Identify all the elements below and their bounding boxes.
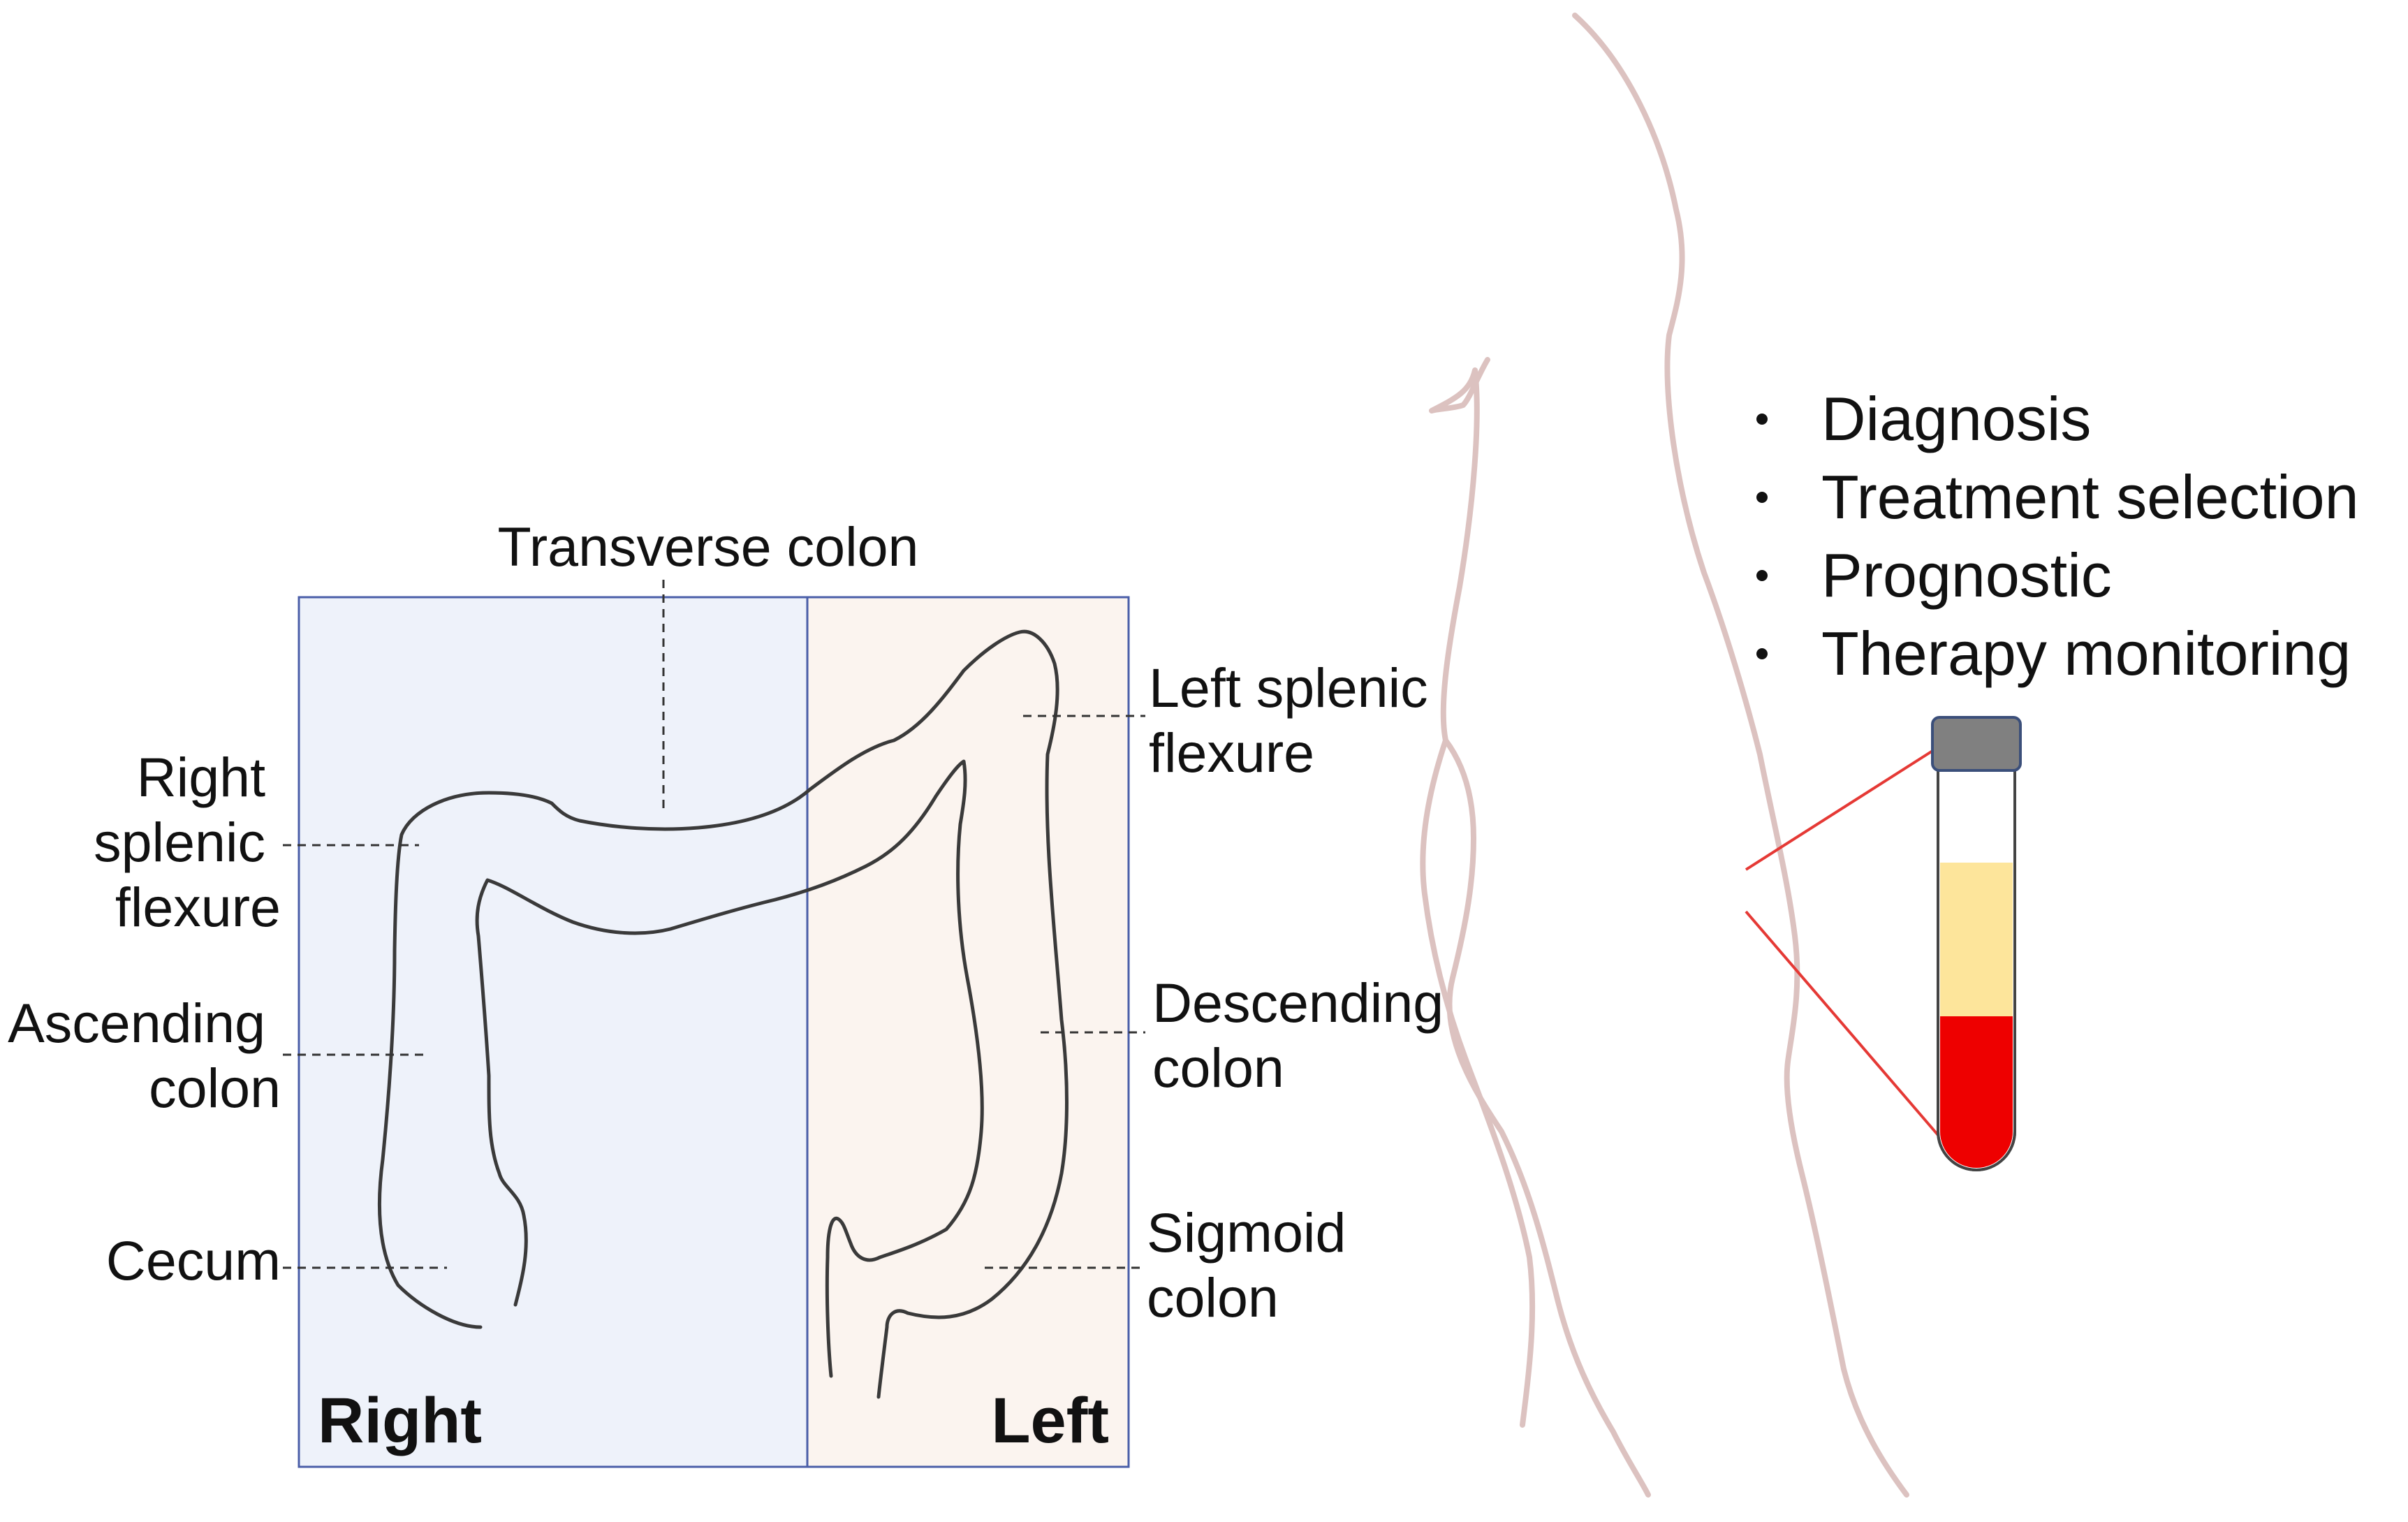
bullet-icon bbox=[1756, 570, 1768, 581]
ascending-colon-line-1: Ascending bbox=[8, 992, 265, 1054]
right-splenic-flexure-label: Right splenic flexure bbox=[94, 746, 281, 938]
left-region-label: Left bbox=[991, 1385, 1109, 1456]
body-outline-right bbox=[1429, 357, 1651, 1498]
sigmoid-colon-label: Sigmoid colon bbox=[1147, 1201, 1361, 1329]
sigmoid-colon-line-2: colon bbox=[1147, 1266, 1279, 1329]
descending-colon-label: Descending colon bbox=[1152, 972, 1459, 1099]
leader-lines bbox=[283, 580, 1145, 1269]
colon-panels bbox=[298, 596, 1130, 1468]
use-item-label: Treatment selection bbox=[1821, 462, 2359, 532]
ascending-colon-label: Ascending colon bbox=[8, 992, 281, 1119]
body-outline-left bbox=[1572, 13, 1909, 1498]
right-splenic-flexure-line-2: splenic bbox=[94, 811, 265, 873]
clinical-uses-list: Diagnosis Treatment selection Prognostic… bbox=[1756, 384, 2359, 688]
colon-outline bbox=[377, 629, 1069, 1399]
use-item-label: Diagnosis bbox=[1821, 384, 2091, 453]
right-region-panel bbox=[298, 596, 809, 1468]
right-splenic-flexure-line-3: flexure bbox=[115, 876, 281, 938]
descending-colon-line-1: Descending bbox=[1152, 972, 1444, 1034]
blood-tube-icon bbox=[1931, 716, 2022, 1171]
tube-blood-layer bbox=[1940, 1016, 2013, 1168]
use-item-treatment-selection: Treatment selection bbox=[1756, 462, 2359, 532]
left-splenic-flexure-label: Left splenic flexure bbox=[1149, 657, 1444, 784]
use-item-label: Therapy monitoring bbox=[1821, 619, 2351, 688]
use-item-label: Prognostic bbox=[1821, 541, 2112, 610]
use-item-diagnosis: Diagnosis bbox=[1756, 384, 2091, 453]
right-splenic-flexure-line-1: Right bbox=[137, 746, 265, 808]
descending-colon-line-2: colon bbox=[1152, 1037, 1284, 1099]
transverse-colon-label: Transverse colon bbox=[498, 515, 919, 578]
left-region-panel bbox=[806, 596, 1130, 1468]
right-region-label: Right bbox=[318, 1385, 482, 1456]
use-item-prognostic: Prognostic bbox=[1756, 541, 2112, 610]
sigmoid-colon-line-1: Sigmoid bbox=[1147, 1201, 1346, 1264]
use-item-therapy-monitoring: Therapy monitoring bbox=[1756, 619, 2351, 688]
cecum-label: Cecum bbox=[106, 1229, 281, 1291]
left-splenic-flexure-line-1: Left splenic bbox=[1149, 657, 1428, 719]
ascending-colon-line-2: colon bbox=[149, 1057, 281, 1119]
colon-segment-labels: Transverse colon Right splenic flexure A… bbox=[8, 515, 1459, 1329]
tube-pointer-lines bbox=[1745, 746, 1939, 1136]
bullet-icon bbox=[1756, 648, 1768, 659]
tube-plasma-layer bbox=[1940, 863, 2013, 1016]
pointer-line-lower bbox=[1745, 910, 1939, 1136]
body-silhouette bbox=[1420, 13, 1909, 1498]
left-splenic-flexure-line-2: flexure bbox=[1149, 722, 1314, 784]
pointer-line-upper bbox=[1745, 746, 1939, 871]
bullet-icon bbox=[1756, 492, 1768, 503]
colon-inner-wall bbox=[475, 759, 984, 1378]
tube-body-outline bbox=[1937, 768, 2016, 1171]
body-outline-inner bbox=[1420, 738, 1536, 1428]
tube-cap bbox=[1931, 716, 2022, 772]
colon-outer-wall bbox=[377, 629, 1069, 1399]
bullet-icon bbox=[1756, 414, 1768, 425]
